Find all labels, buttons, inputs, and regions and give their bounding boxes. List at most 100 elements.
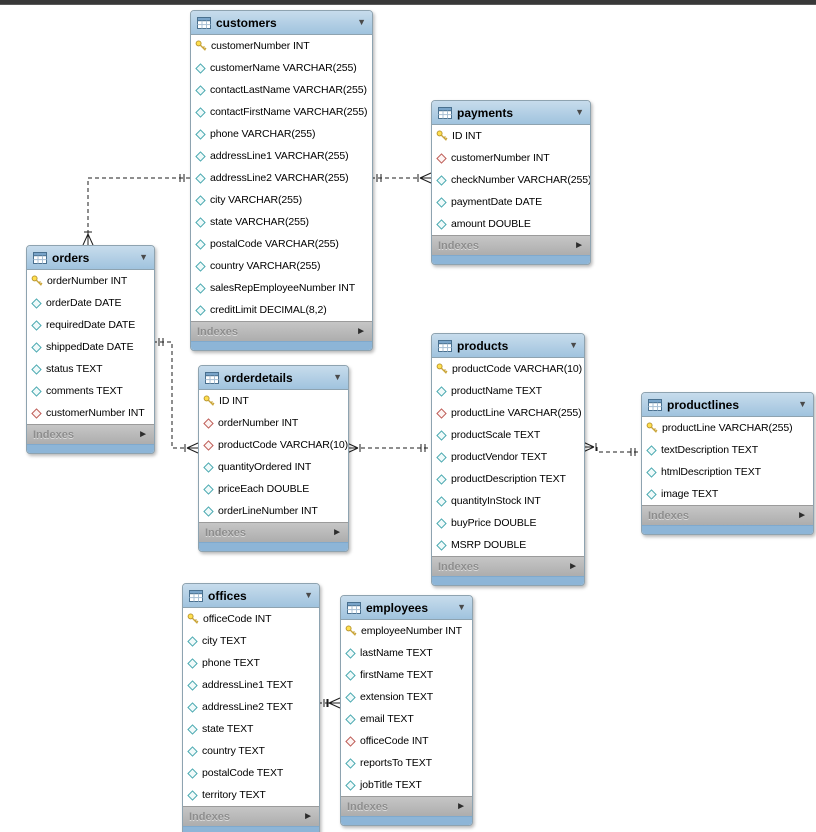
table-products[interactable]: products▼productCode VARCHAR(10)productN… — [431, 333, 585, 586]
table-field-row[interactable]: requiredDate DATE — [27, 314, 154, 336]
table-field-row[interactable]: postalCode TEXT — [183, 762, 319, 784]
table-field-row[interactable]: paymentDate DATE — [432, 191, 590, 213]
table-field-row[interactable]: shippedDate DATE — [27, 336, 154, 358]
table-field-row[interactable]: addressLine2 TEXT — [183, 696, 319, 718]
table-field-row[interactable]: phone TEXT — [183, 652, 319, 674]
table-field-row[interactable]: quantityInStock INT — [432, 490, 584, 512]
table-field-row[interactable]: jobTitle TEXT — [341, 774, 472, 796]
table-field-row[interactable]: customerNumber INT — [432, 147, 590, 169]
table-field-row[interactable]: productDescription TEXT — [432, 468, 584, 490]
table-field-row[interactable]: contactFirstName VARCHAR(255) — [191, 101, 372, 123]
table-field-row[interactable]: textDescription TEXT — [642, 439, 813, 461]
table-field-row[interactable]: htmlDescription TEXT — [642, 461, 813, 483]
collapse-arrow-icon[interactable]: ▼ — [457, 602, 466, 612]
table-field-row[interactable]: amount DOUBLE — [432, 213, 590, 235]
collapse-arrow-icon[interactable]: ▼ — [139, 252, 148, 262]
table-field-row[interactable]: territory TEXT — [183, 784, 319, 806]
table-field-row[interactable]: city TEXT — [183, 630, 319, 652]
indexes-section[interactable]: Indexes► — [191, 321, 372, 341]
table-field-row[interactable]: lastName TEXT — [341, 642, 472, 664]
table-field-row[interactable]: productName TEXT — [432, 380, 584, 402]
table-field-row[interactable]: orderDate DATE — [27, 292, 154, 314]
table-field-row[interactable]: ID INT — [432, 125, 590, 147]
collapse-arrow-icon[interactable]: ▼ — [333, 372, 342, 382]
table-field-row[interactable]: addressLine1 TEXT — [183, 674, 319, 696]
table-field-row[interactable]: salesRepEmployeeNumber INT — [191, 277, 372, 299]
table-field-row[interactable]: orderNumber INT — [199, 412, 348, 434]
collapse-arrow-icon[interactable]: ▼ — [798, 399, 807, 409]
table-field-row[interactable]: city VARCHAR(255) — [191, 189, 372, 211]
table-field-row[interactable]: postalCode VARCHAR(255) — [191, 233, 372, 255]
table-header[interactable]: productlines▼ — [642, 393, 813, 417]
expand-indexes-icon[interactable]: ► — [797, 509, 807, 521]
table-field-row[interactable]: checkNumber VARCHAR(255) — [432, 169, 590, 191]
table-field-row[interactable]: email TEXT — [341, 708, 472, 730]
table-header[interactable]: employees▼ — [341, 596, 472, 620]
relationship-customers-payments[interactable] — [371, 172, 432, 184]
table-field-row[interactable]: officeCode INT — [183, 608, 319, 630]
table-field-row[interactable]: country VARCHAR(255) — [191, 255, 372, 277]
table-field-row[interactable]: phone VARCHAR(255) — [191, 123, 372, 145]
indexes-section[interactable]: Indexes► — [432, 556, 584, 576]
table-field-row[interactable]: comments TEXT — [27, 380, 154, 402]
table-header[interactable]: orders▼ — [27, 246, 154, 270]
table-field-row[interactable]: productCode VARCHAR(10) — [199, 434, 348, 456]
expand-indexes-icon[interactable]: ► — [332, 526, 342, 538]
table-field-row[interactable]: status TEXT — [27, 358, 154, 380]
expand-indexes-icon[interactable]: ► — [574, 239, 584, 251]
indexes-section[interactable]: Indexes► — [183, 806, 319, 826]
table-header[interactable]: payments▼ — [432, 101, 590, 125]
table-field-row[interactable]: orderLineNumber INT — [199, 500, 348, 522]
table-field-row[interactable]: productScale TEXT — [432, 424, 584, 446]
table-field-row[interactable]: orderNumber INT — [27, 270, 154, 292]
indexes-section[interactable]: Indexes► — [341, 796, 472, 816]
table-field-row[interactable]: customerNumber INT — [191, 35, 372, 57]
indexes-section[interactable]: Indexes► — [27, 424, 154, 444]
expand-indexes-icon[interactable]: ► — [303, 810, 313, 822]
table-field-row[interactable]: productLine VARCHAR(255) — [432, 402, 584, 424]
table-field-row[interactable]: country TEXT — [183, 740, 319, 762]
table-field-row[interactable]: MSRP DOUBLE — [432, 534, 584, 556]
table-field-row[interactable]: buyPrice DOUBLE — [432, 512, 584, 534]
table-field-row[interactable]: quantityOrdered INT — [199, 456, 348, 478]
table-header[interactable]: orderdetails▼ — [199, 366, 348, 390]
table-field-row[interactable]: state VARCHAR(255) — [191, 211, 372, 233]
expand-indexes-icon[interactable]: ► — [356, 325, 366, 337]
collapse-arrow-icon[interactable]: ▼ — [569, 340, 578, 350]
indexes-section[interactable]: Indexes► — [432, 235, 590, 255]
table-header[interactable]: offices▼ — [183, 584, 319, 608]
table-field-row[interactable]: ID INT — [199, 390, 348, 412]
relationship-orders-orderdetails[interactable] — [153, 338, 199, 454]
table-field-row[interactable]: reportsTo TEXT — [341, 752, 472, 774]
table-productlines[interactable]: productlines▼productLine VARCHAR(255)tex… — [641, 392, 814, 535]
table-field-row[interactable]: productCode VARCHAR(10) — [432, 358, 584, 380]
collapse-arrow-icon[interactable]: ▼ — [304, 590, 313, 600]
table-field-row[interactable]: addressLine1 VARCHAR(255) — [191, 145, 372, 167]
indexes-section[interactable]: Indexes► — [642, 505, 813, 525]
expand-indexes-icon[interactable]: ► — [138, 428, 148, 440]
table-field-row[interactable]: contactLastName VARCHAR(255) — [191, 79, 372, 101]
relationship-offices-employees[interactable] — [318, 697, 341, 709]
table-field-row[interactable]: addressLine2 VARCHAR(255) — [191, 167, 372, 189]
table-field-row[interactable]: extension TEXT — [341, 686, 472, 708]
table-field-row[interactable]: priceEach DOUBLE — [199, 478, 348, 500]
table-field-row[interactable]: officeCode INT — [341, 730, 472, 752]
expand-indexes-icon[interactable]: ► — [456, 800, 466, 812]
table-field-row[interactable]: state TEXT — [183, 718, 319, 740]
relationship-customers-orders[interactable] — [82, 174, 190, 246]
table-field-row[interactable]: customerName VARCHAR(255) — [191, 57, 372, 79]
collapse-arrow-icon[interactable]: ▼ — [575, 107, 584, 117]
table-header[interactable]: products▼ — [432, 334, 584, 358]
table-field-row[interactable]: creditLimit DECIMAL(8,2) — [191, 299, 372, 321]
collapse-arrow-icon[interactable]: ▼ — [357, 17, 366, 27]
table-field-row[interactable]: firstName TEXT — [341, 664, 472, 686]
table-field-row[interactable]: customerNumber INT — [27, 402, 154, 424]
expand-indexes-icon[interactable]: ► — [568, 560, 578, 572]
